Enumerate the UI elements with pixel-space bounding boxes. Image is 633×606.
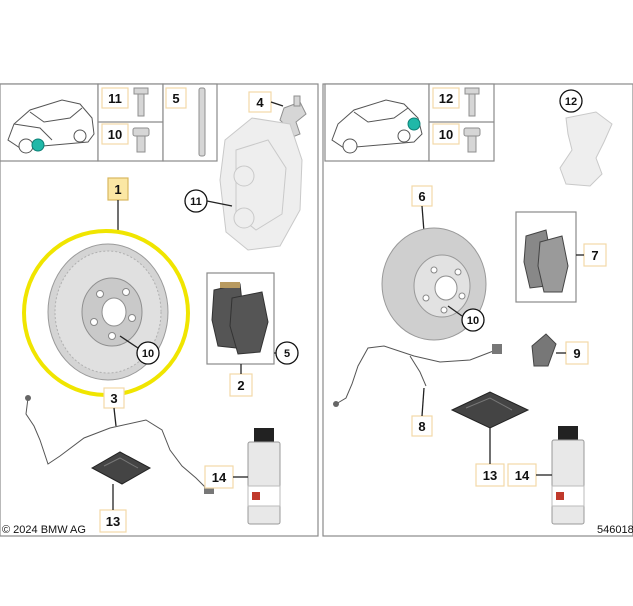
svg-text:4: 4: [256, 95, 264, 110]
spring-clip-icon: [279, 95, 307, 139]
image-number: 546018: [597, 524, 633, 536]
svg-text:10: 10: [142, 348, 154, 360]
svg-text:13: 13: [106, 514, 120, 529]
sensor-clip-icon: [531, 333, 557, 367]
svg-text:8: 8: [418, 419, 425, 434]
svg-text:5: 5: [284, 348, 290, 360]
copyright-text: © 2024 BMW AG: [2, 524, 86, 536]
bolt-icon: [133, 87, 149, 117]
bolt-icon-rear: [464, 87, 480, 117]
right-locator-box: [324, 83, 430, 162]
svg-text:14: 14: [515, 468, 530, 483]
brake-disc-front-icon: [47, 243, 169, 381]
svg-text:11: 11: [190, 196, 202, 208]
brake-caliper-icon: [219, 117, 303, 251]
cleaning-cloth-icon-rear: [450, 391, 530, 429]
spray-can-icon-rear: [551, 426, 585, 525]
callout-12-top: [432, 87, 460, 109]
brake-pads-rear-icon: [523, 229, 569, 293]
svg-text:10: 10: [439, 127, 453, 142]
svg-text:2: 2: [237, 378, 244, 393]
svg-text:7: 7: [591, 248, 598, 263]
svg-text:5: 5: [172, 91, 179, 106]
svg-text:3: 3: [110, 391, 117, 406]
car-locator-rear-icon: [331, 99, 423, 154]
locator-dot-rear: [407, 117, 421, 131]
svg-text:1: 1: [114, 182, 121, 197]
svg-text:9: 9: [573, 346, 580, 361]
callout-10-top: [101, 123, 129, 145]
svg-text:14: 14: [212, 470, 227, 485]
car-locator-front-icon: [7, 99, 95, 154]
caliper-carrier-icon: [559, 111, 613, 187]
callout-10-circle-right: [461, 308, 485, 332]
left-pin-box: [162, 83, 218, 162]
cleaning-cloth-icon: [90, 451, 152, 485]
callout-12-circle: [559, 89, 583, 113]
spray-can-icon: [247, 428, 281, 525]
brake-disc-rear-icon: [381, 227, 487, 341]
svg-text:12: 12: [565, 96, 577, 108]
screw-icon: [132, 127, 150, 153]
left-locator-box: [0, 83, 99, 162]
wear-sensor-front-icon: [25, 395, 214, 494]
callout-10-top-rear: [432, 123, 460, 145]
svg-text:10: 10: [467, 315, 479, 327]
svg-text:12: 12: [439, 91, 453, 106]
brake-pads-icon: [211, 282, 269, 355]
svg-text:10: 10: [108, 127, 122, 142]
screw-icon-rear: [463, 127, 481, 153]
callout-10-circle-left: [136, 341, 160, 365]
svg-text:13: 13: [483, 468, 497, 483]
wear-sensor-rear-icon: [333, 344, 502, 407]
svg-text:6: 6: [418, 189, 425, 204]
callout-11-top: [101, 87, 129, 109]
callout-label: 11: [108, 91, 122, 106]
guide-pin-icon: [198, 87, 206, 157]
callout-5-top: [165, 87, 187, 109]
locator-dot: [31, 138, 45, 152]
